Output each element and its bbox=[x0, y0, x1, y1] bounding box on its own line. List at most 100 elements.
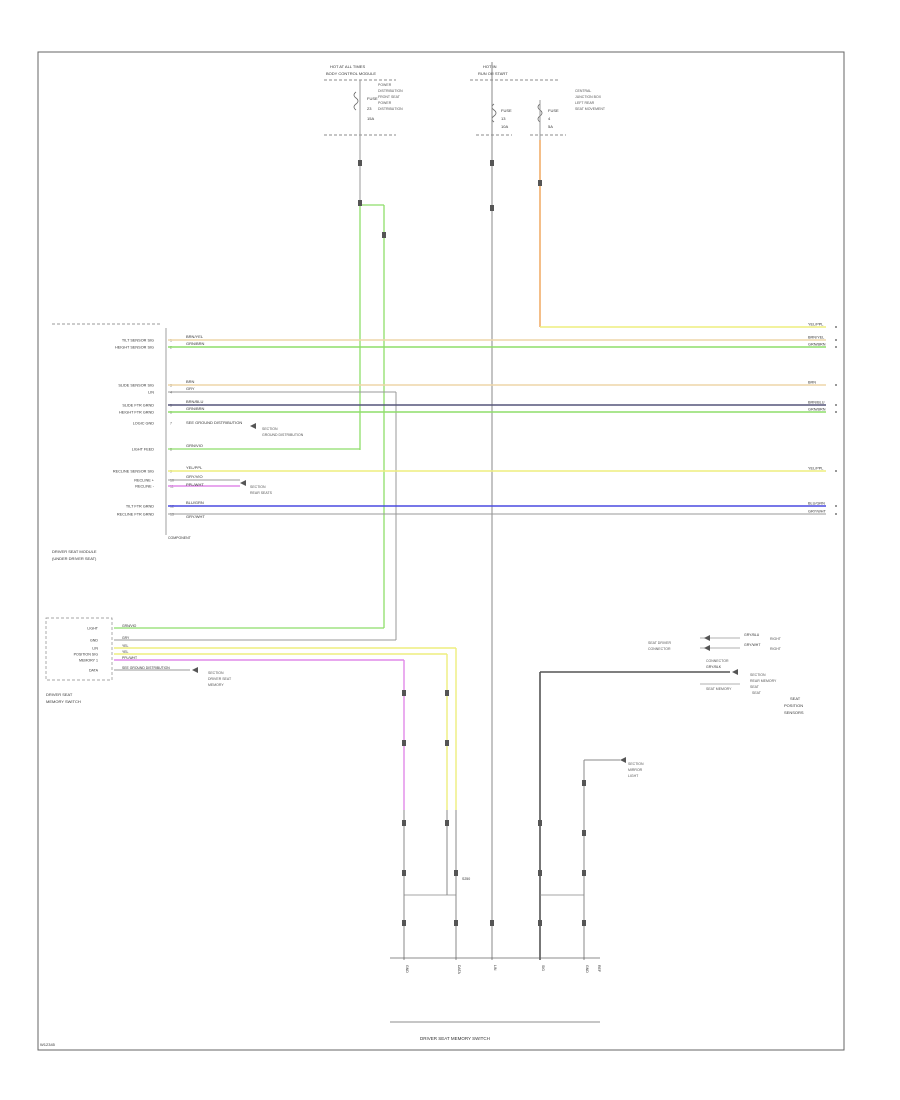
wire-label-2: GRN/BRN bbox=[186, 341, 205, 346]
wire-label-11: PPL/WHT bbox=[186, 482, 204, 487]
connector-tick bbox=[445, 690, 449, 696]
right-wire-2: GRY/WHT bbox=[744, 643, 761, 647]
fuse-mid-rating-1: FUSE bbox=[501, 108, 512, 113]
module-name-2: (UNDER DRIVER SEAT) bbox=[52, 556, 97, 561]
connector-tick bbox=[538, 870, 542, 876]
right-line-2: CONNECTOR bbox=[648, 647, 671, 651]
wire-label-6: GRN/BRN bbox=[186, 406, 205, 411]
fuse-right-rating-1: FUSE bbox=[548, 108, 559, 113]
fuse-left-note-1: POWER bbox=[378, 83, 392, 87]
switch-wire-color: GRY bbox=[122, 636, 130, 640]
right-wire-label: GRY/WHT bbox=[808, 510, 827, 514]
module-pin-label: SLIDE FTR GRND bbox=[122, 404, 154, 408]
switch-pin-label: LIN bbox=[92, 647, 98, 651]
switch-pin-label: GND bbox=[90, 639, 98, 643]
fuse-left-rating-3: 15A bbox=[367, 116, 374, 121]
module-pin-label: RECLINE FTR GRND bbox=[117, 513, 154, 517]
fuse-left-note-5: DISTRIBUTION bbox=[378, 107, 403, 111]
right-wire-label: YEL/PPL bbox=[808, 323, 823, 327]
right-wire-label: BLU/GRN bbox=[808, 502, 825, 506]
wire-label-7: SEE GROUND DISTRIBUTION bbox=[186, 420, 242, 425]
wire-label-9: YEL/PPL bbox=[186, 465, 203, 470]
wire-label-8: GRN/VIO bbox=[186, 443, 203, 448]
switch-wire-color: GRN/VIO bbox=[122, 624, 137, 628]
mirror-ref-3: LIGHT bbox=[628, 774, 639, 778]
right-ref-2: RIGHT bbox=[770, 647, 782, 651]
fuse-ticks bbox=[358, 160, 542, 238]
lower-ticks bbox=[402, 690, 586, 926]
mirror-ref: SECTION MIRROR LIGHT bbox=[583, 757, 644, 960]
right-wire-label: BRN bbox=[808, 381, 816, 385]
wire-label-1: BRN/YEL bbox=[186, 334, 204, 339]
right-line-3: CONNECTOR bbox=[706, 659, 729, 663]
svg-text:BODY CONTROL MODULE: BODY CONTROL MODULE bbox=[326, 71, 376, 76]
connector-tick bbox=[582, 830, 586, 836]
right-wire-end bbox=[835, 513, 837, 515]
switch-labels: DRIVER SEAT MEMORY SWITCH SECTION DRIVER… bbox=[46, 667, 232, 704]
right-ref-5: SEAT bbox=[750, 685, 760, 689]
footer-code: W12345 bbox=[40, 1042, 56, 1047]
fuse-mid-title-1: HOT IN bbox=[483, 64, 497, 69]
mid-ref-2: REAR SEATS bbox=[250, 491, 273, 495]
connector-tick bbox=[445, 820, 449, 826]
module-pin-label: RECLINE - bbox=[135, 485, 155, 489]
module-refs: SECTION GROUND DISTRIBUTION SECTION REAR… bbox=[52, 423, 304, 561]
right-wire-label: YEL/PPL bbox=[808, 467, 823, 471]
fuse-right-rating-2: 4 bbox=[548, 116, 551, 121]
right-ref-6: SEAT bbox=[752, 691, 762, 695]
switch-pin-label: DATA bbox=[89, 669, 99, 673]
right-wire-end bbox=[835, 404, 837, 406]
connector-tick bbox=[454, 870, 458, 876]
sensors-name-3: SENSORS bbox=[784, 710, 804, 715]
bottom-pin-label: REF bbox=[597, 965, 601, 972]
fuse-left: HOT AT ALL TIMES BODY CONTROL MODULE FUS… bbox=[324, 64, 403, 136]
connector-tick bbox=[445, 740, 449, 746]
wire-label-3: BRN bbox=[186, 379, 195, 384]
switch-wire-color: YEL bbox=[122, 650, 129, 654]
fuse-mid-title-2: RUN OR START bbox=[478, 71, 508, 76]
fuse-right-note-4: SEAT MOVEMENT bbox=[575, 107, 606, 111]
connector-tick bbox=[490, 920, 494, 926]
connector-tick bbox=[454, 920, 458, 926]
module-pins: TILT SENSOR SIG1HEIGHT SENSOR SIG2SLIDE … bbox=[113, 339, 174, 517]
module-wire-labels: BRN/YEL GRN/BRN BRN GRY BRN/BLU GRN/BRN … bbox=[186, 334, 242, 519]
right-wire-end bbox=[835, 411, 837, 413]
module-pin-label: TILT SENSOR SIG bbox=[122, 339, 154, 343]
fuse-right-note-1: CENTRAL bbox=[575, 89, 591, 93]
wire-label-10: GRY/VIO bbox=[186, 474, 203, 479]
fuse-left-note-2: DISTRIBUTION bbox=[378, 89, 403, 93]
wire-label-4: GRY bbox=[186, 386, 195, 391]
svg-text:HOT AT ALL TIMES: HOT AT ALL TIMES bbox=[330, 64, 365, 69]
ground-ref-1: SECTION bbox=[262, 427, 278, 431]
right-ref-1: RIGHT bbox=[770, 637, 782, 641]
fuse-left-note-4: POWER bbox=[378, 101, 392, 105]
switch-wire-color: YEL bbox=[122, 644, 129, 648]
fuse-left-rating-1: FUSE bbox=[367, 96, 378, 101]
module-bottom-label: COMPONENT bbox=[168, 536, 192, 540]
connector-tick bbox=[402, 920, 406, 926]
right-wire-1: GRY/BLU bbox=[744, 633, 760, 637]
bottom-pin-label: LIN bbox=[493, 965, 497, 971]
wire-label-5: BRN/BLU bbox=[186, 399, 203, 404]
switch-pin-label: POSITION SIG bbox=[74, 653, 99, 657]
right-ref-4: REAR MEMORY bbox=[750, 679, 777, 683]
bottom-pin-label: GND bbox=[585, 965, 589, 973]
connector-tick bbox=[402, 820, 406, 826]
connector-tick bbox=[402, 740, 406, 746]
fuse-mid-rating-2: 13 bbox=[501, 116, 506, 121]
wire-label-12: BLU/GRN bbox=[186, 500, 204, 505]
right-line-1: SEAT DRIVER bbox=[648, 641, 671, 645]
connector-tick bbox=[402, 870, 406, 876]
connector-tick bbox=[582, 780, 586, 786]
module-pin-label: LIGHT FEED bbox=[132, 448, 155, 452]
fuse-right-note-3: LEFT REAR bbox=[575, 101, 595, 105]
switch-wires bbox=[114, 627, 457, 810]
right-wire-end bbox=[835, 326, 837, 328]
fuse-right-note-2: JUNCTION BOX bbox=[575, 95, 602, 99]
right-wire-end bbox=[835, 384, 837, 386]
switch-ref-2: DRIVER SEAT bbox=[208, 677, 232, 681]
switch-name-2: MEMORY SWITCH bbox=[46, 699, 81, 704]
bottom-pin-label: GND bbox=[405, 965, 409, 973]
